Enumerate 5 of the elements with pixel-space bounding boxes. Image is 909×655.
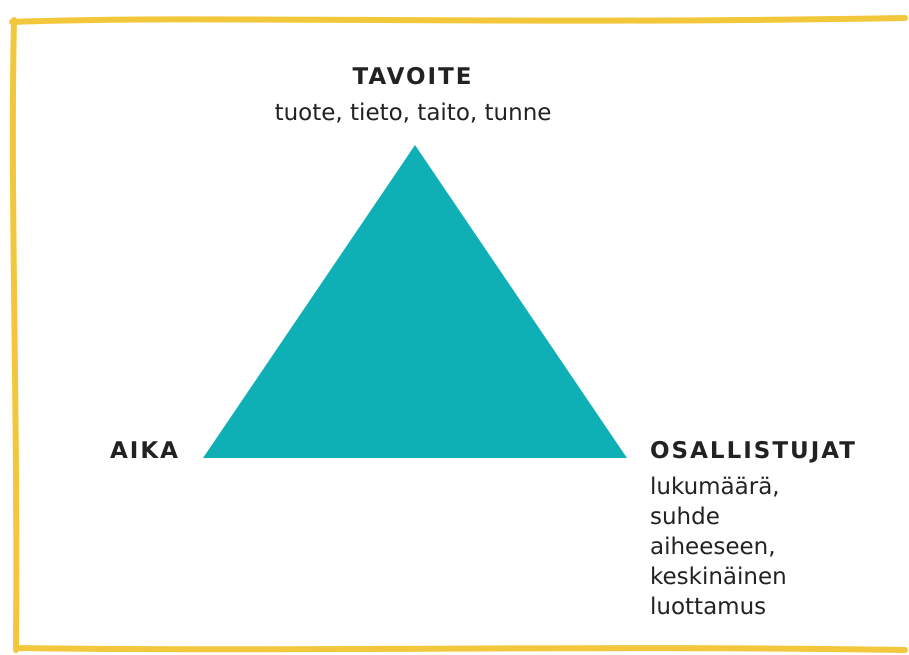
corner-description: tuote, tieto, taito, tunne — [274, 99, 552, 128]
corner-heading: OSALLISTUJAT — [650, 437, 858, 466]
corner-heading: TAVOITE — [351, 63, 475, 92]
corner-description: lukumäärä, suhde aiheeseen, keskinäinen luottamus — [650, 473, 788, 622]
corner-heading: AIKA — [110, 437, 181, 466]
